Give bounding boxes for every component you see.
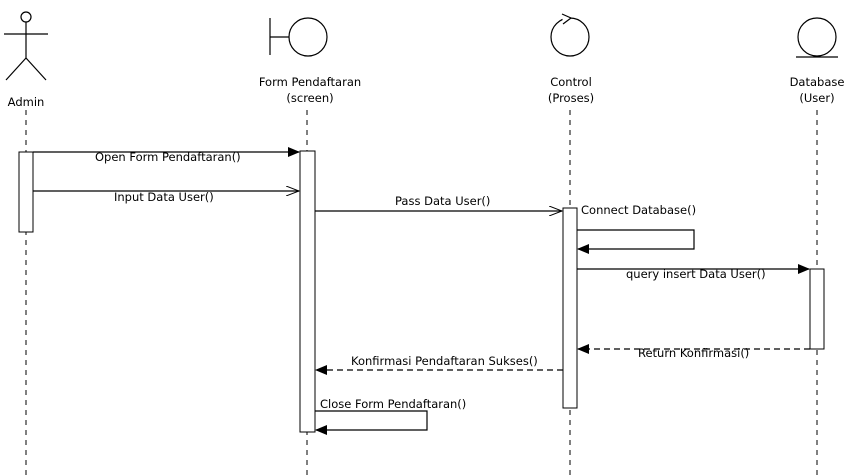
message-label-pass-data: Pass Data User() bbox=[395, 194, 491, 208]
message-label-connect-db: Connect Database() bbox=[581, 203, 697, 217]
activation-admin bbox=[18, 151, 34, 233]
control-icon bbox=[550, 13, 590, 57]
activation-form bbox=[299, 150, 316, 433]
participant-control-stereotype: (Proses) bbox=[547, 91, 595, 105]
participant-database-stereotype: (User) bbox=[799, 91, 835, 105]
message-label-input-data: Input Data User() bbox=[114, 190, 214, 204]
message-arrow-connect-db bbox=[577, 229, 695, 254]
participant-control-name: Control bbox=[550, 75, 592, 89]
participant-admin-name: Admin bbox=[7, 95, 45, 109]
message-label-close-form: Close Form Pendaftaran() bbox=[320, 397, 467, 411]
participant-form-name: Form Pendaftaran bbox=[258, 75, 362, 89]
message-label-open-form: Open Form Pendaftaran() bbox=[95, 150, 241, 164]
boundary-icon bbox=[269, 17, 328, 57]
message-label-return-konfirmasi: Return Konfirmasi() bbox=[638, 346, 750, 360]
participant-database-name: Database bbox=[789, 75, 845, 89]
activation-database bbox=[809, 268, 825, 350]
message-arrow-close-form bbox=[315, 410, 428, 435]
message-label-konfirmasi-sukses: Konfirmasi Pendaftaran Sukses() bbox=[351, 354, 538, 368]
participant-form-stereotype: (screen) bbox=[286, 91, 334, 105]
actor-icon bbox=[4, 11, 48, 81]
message-label-query-insert: query insert Data User() bbox=[626, 267, 766, 281]
activation-control bbox=[562, 207, 578, 409]
entity-icon bbox=[796, 17, 838, 58]
